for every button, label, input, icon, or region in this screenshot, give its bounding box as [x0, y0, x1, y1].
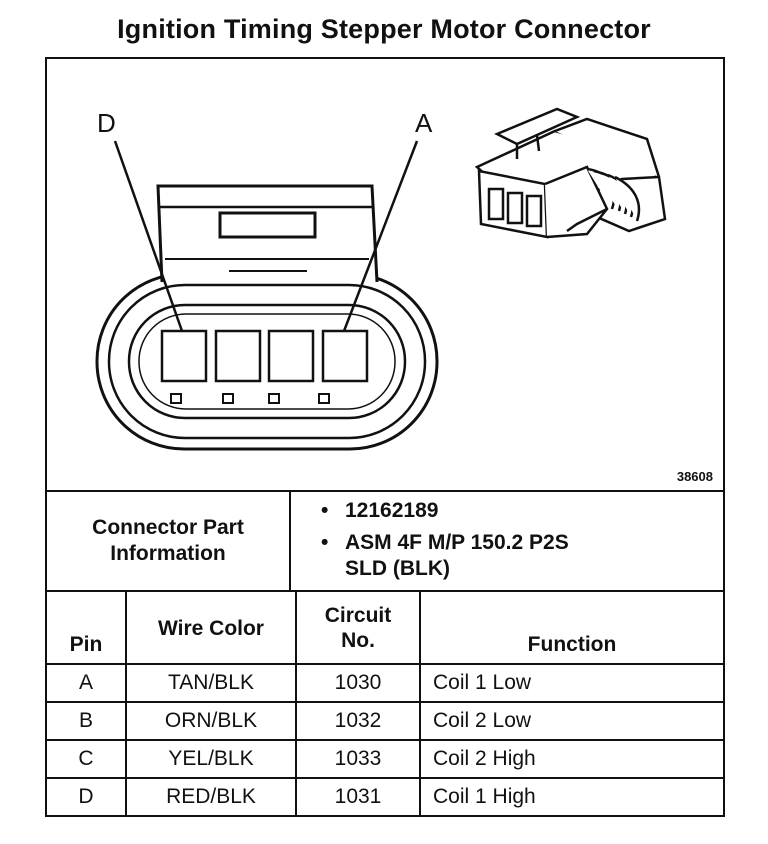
- info-label-line-1: Connector Part: [92, 516, 244, 539]
- pin-cell: B: [45, 701, 127, 741]
- pin-label-d: D: [97, 108, 116, 138]
- circuit-cell: 1032: [295, 701, 421, 741]
- header-wire-color: Wire Color: [125, 590, 297, 665]
- function-cell: Coil 1 Low: [419, 663, 725, 703]
- pin-cell: A: [45, 663, 127, 703]
- connector-illustration: D A 38608: [45, 57, 725, 492]
- header-pin: Pin: [45, 590, 127, 665]
- pin-cell: D: [45, 777, 127, 817]
- wire-color-cell: ORN/BLK: [125, 701, 297, 741]
- connector-isometric-drawing: [474, 107, 667, 239]
- part-description-line-2: SLD (BLK): [345, 557, 450, 580]
- function-cell: Coil 2 Low: [419, 701, 725, 741]
- figure-number: 38608: [676, 469, 713, 484]
- part-number: 12162189: [321, 498, 723, 524]
- table-row: A TAN/BLK 1030 Coil 1 Low: [45, 663, 725, 703]
- header-function: Function: [419, 590, 725, 665]
- info-label-line-2: Information: [110, 542, 226, 565]
- circuit-cell: 1033: [295, 739, 421, 779]
- wire-color-cell: TAN/BLK: [125, 663, 297, 703]
- connector-face-drawing: D A: [95, 107, 667, 451]
- wire-color-cell: YEL/BLK: [125, 739, 297, 779]
- header-circuit-line-1: Circuit: [324, 604, 392, 627]
- table-row: C YEL/BLK 1033 Coil 2 High: [45, 739, 725, 779]
- part-description: ASM 4F M/P 150.2 P2S SLD (BLK): [321, 530, 723, 582]
- circuit-cell: 1031: [295, 777, 421, 817]
- page-title: Ignition Timing Stepper Motor Connector: [117, 14, 651, 44]
- wire-color-cell: RED/BLK: [125, 777, 297, 817]
- table-row: B ORN/BLK 1032 Coil 2 Low: [45, 701, 725, 741]
- connector-part-list: 12162189 ASM 4F M/P 150.2 P2S SLD (BLK): [291, 492, 723, 590]
- function-cell: Coil 1 High: [419, 777, 725, 817]
- table-row: D RED/BLK 1031 Coil 1 High: [45, 777, 725, 817]
- function-cell: Coil 2 High: [419, 739, 725, 779]
- circuit-cell: 1030: [295, 663, 421, 703]
- part-description-line-1: ASM 4F M/P 150.2 P2S: [345, 531, 569, 554]
- header-circuit-line-2: No.: [341, 629, 375, 652]
- pin-label-a: A: [415, 108, 433, 138]
- pin-cell: C: [45, 739, 127, 779]
